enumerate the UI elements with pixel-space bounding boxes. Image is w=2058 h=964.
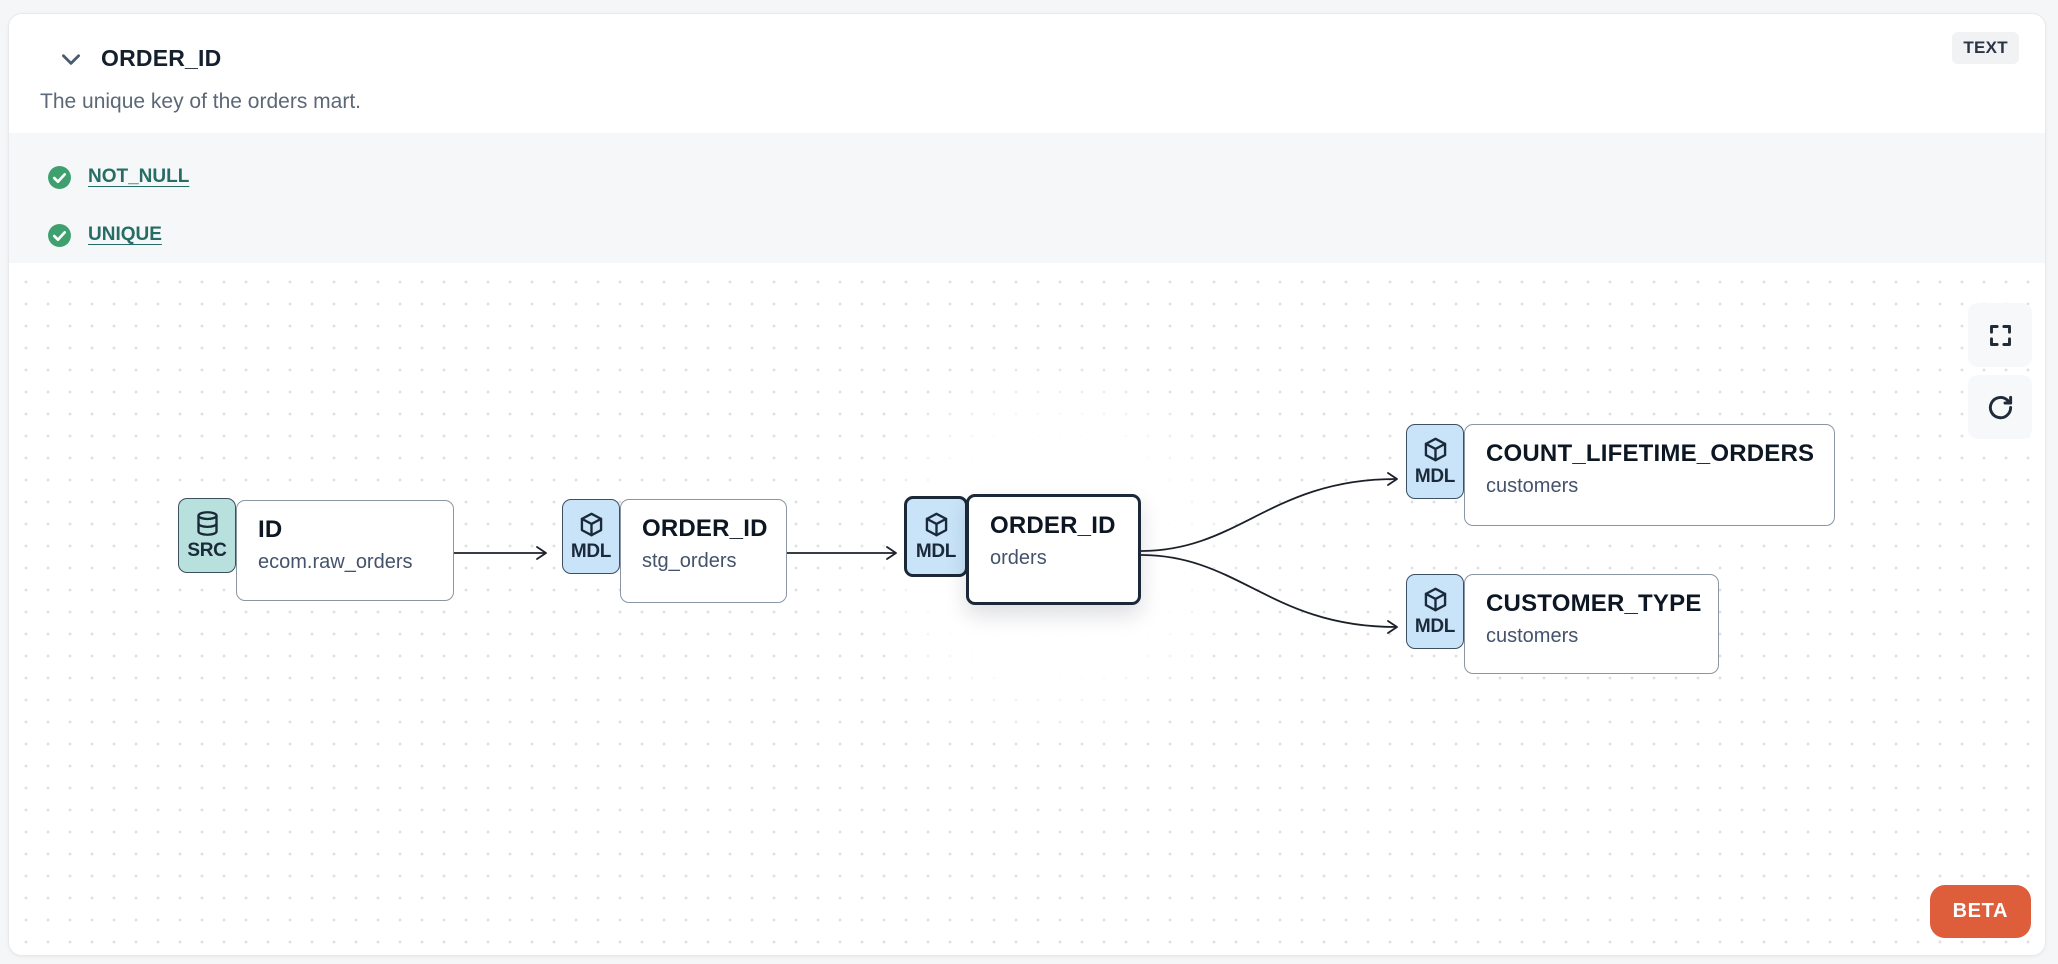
refresh-button[interactable] xyxy=(1968,375,2032,439)
column-description: The unique key of the orders mart. xyxy=(40,90,361,113)
node-subtitle: customers xyxy=(1486,625,1579,647)
test-row-not-null: NOT_NULL xyxy=(47,164,189,190)
node-badge-label: MDL xyxy=(915,540,957,562)
chevron-down-icon xyxy=(62,53,80,65)
node-card: CUSTOMER_TYPE customers xyxy=(1464,574,1719,674)
node-card: ID ecom.raw_orders xyxy=(236,500,454,601)
node-type-badge: MDL xyxy=(1406,574,1464,649)
tests-section: NOT_NULL UNIQUE xyxy=(9,133,2045,263)
node-card: COUNT_LIFETIME_ORDERS customers xyxy=(1464,424,1835,526)
node-type-badge: MDL xyxy=(1406,424,1464,499)
node-subtitle: stg_orders xyxy=(642,550,737,572)
cube-icon xyxy=(1424,437,1446,461)
node-title: CUSTOMER_TYPE xyxy=(1486,590,1702,617)
column-details-card: ORDER_ID TEXT The unique key of the orde… xyxy=(8,13,2046,956)
node-subtitle: customers xyxy=(1486,475,1579,497)
node-subtitle: orders xyxy=(990,547,1047,569)
node-type-badge: MDL xyxy=(562,499,620,574)
node-badge-label: MDL xyxy=(1414,465,1456,487)
node-subtitle: ecom.raw_orders xyxy=(258,551,413,573)
node-title: ORDER_ID xyxy=(642,515,768,542)
node-card: ORDER_ID orders xyxy=(966,494,1141,605)
node-title: ORDER_ID xyxy=(990,512,1116,539)
check-circle-icon xyxy=(48,165,71,189)
cube-icon xyxy=(580,512,602,536)
database-icon xyxy=(196,510,218,536)
cube-icon xyxy=(925,512,947,536)
cube-icon xyxy=(1424,587,1446,611)
test-link-unique[interactable]: UNIQUE xyxy=(88,224,162,245)
node-title: ID xyxy=(258,516,283,543)
column-type-badge: TEXT xyxy=(1952,32,2019,64)
node-card: ORDER_ID stg_orders xyxy=(620,499,787,603)
lineage-canvas[interactable]: SRC ID ecom.raw_orders MDL ORDER_ID stg_… xyxy=(9,263,2045,955)
node-type-badge: SRC xyxy=(178,498,236,573)
node-badge-label: SRC xyxy=(187,539,227,561)
node-badge-label: MDL xyxy=(570,540,612,562)
fullscreen-icon xyxy=(1989,324,2011,346)
node-title: COUNT_LIFETIME_ORDERS xyxy=(1486,440,1815,467)
collapse-chevron-button[interactable] xyxy=(55,44,87,76)
node-type-badge: MDL xyxy=(904,496,968,577)
refresh-icon xyxy=(1988,395,2012,419)
check-circle-icon xyxy=(48,223,71,247)
column-header: ORDER_ID TEXT The unique key of the orde… xyxy=(9,14,2045,133)
test-row-unique: UNIQUE xyxy=(47,222,162,248)
column-name-title: ORDER_ID xyxy=(101,45,222,71)
test-link-not-null[interactable]: NOT_NULL xyxy=(88,166,190,187)
node-badge-label: MDL xyxy=(1414,615,1456,637)
beta-badge: BETA xyxy=(1929,885,2031,938)
fullscreen-button[interactable] xyxy=(1968,303,2032,367)
